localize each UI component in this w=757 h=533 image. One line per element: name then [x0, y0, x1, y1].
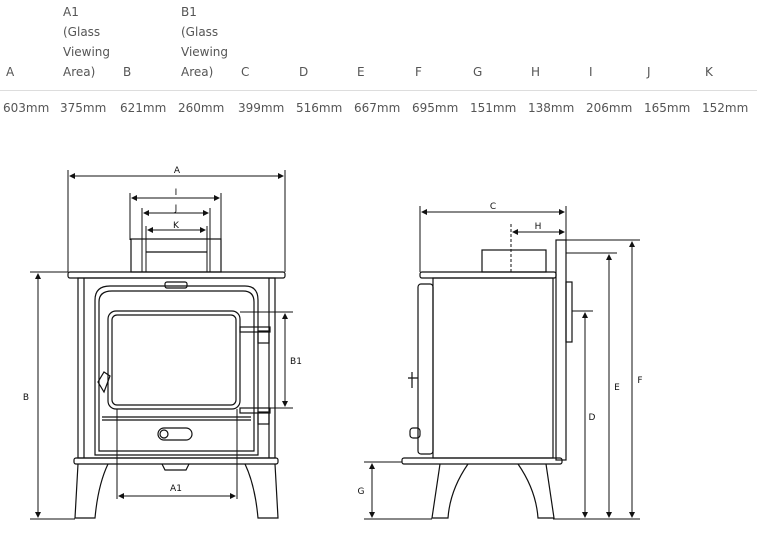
front-view: A I J K B B1 A1	[23, 166, 302, 520]
ash-pan-handle	[157, 427, 193, 441]
table-cell: 399mm	[238, 101, 285, 115]
column-header: A	[6, 65, 15, 79]
column-header: K	[705, 65, 713, 79]
dim-k-label: K	[173, 221, 180, 231]
leg-left	[74, 463, 109, 519]
dim-i-label: I	[175, 188, 178, 198]
column-header: F	[415, 65, 422, 79]
table-cell: 206mm	[586, 101, 633, 115]
hinge-bottom	[257, 411, 270, 425]
leg-right	[244, 463, 279, 519]
glass-window	[107, 310, 241, 410]
side-top-plate	[419, 271, 557, 279]
column-header: G	[473, 65, 483, 79]
column-header: B1	[181, 5, 197, 19]
table-cell: 603mm	[3, 101, 50, 115]
column-header: E	[357, 65, 365, 79]
table-cell: 138mm	[528, 101, 575, 115]
dim-j-label: J	[174, 204, 178, 214]
air-control	[164, 281, 188, 289]
side-base-plate	[401, 457, 563, 465]
side-view: C H F E D G	[358, 202, 643, 520]
dim-d-label: D	[589, 413, 596, 423]
column-header: I	[589, 65, 593, 79]
column-header: A1	[63, 5, 79, 19]
dim-b-label: B	[23, 393, 29, 403]
table-cell: 375mm	[60, 101, 107, 115]
table-cell: 165mm	[644, 101, 691, 115]
column-header: J	[647, 65, 651, 79]
table-cell: 516mm	[296, 101, 343, 115]
side-door-profile	[417, 283, 434, 455]
top-plate	[67, 271, 286, 279]
door-handle	[97, 371, 111, 394]
column-header: C	[241, 65, 250, 79]
column-header: Viewing	[63, 45, 111, 59]
dim-f-label: F	[637, 376, 642, 386]
side-body	[432, 277, 554, 459]
door	[94, 285, 259, 456]
column-header: Area)	[63, 65, 96, 79]
table-cell: 695mm	[412, 101, 459, 115]
table-cell: 151mm	[470, 101, 517, 115]
dim-g-label: G	[358, 487, 365, 497]
dim-h-label: H	[535, 222, 542, 232]
column-header: D	[299, 65, 309, 79]
table-cell: 260mm	[178, 101, 225, 115]
heat-shield	[555, 239, 567, 461]
column-header: Viewing	[181, 45, 229, 59]
hinge-top	[257, 330, 270, 344]
dim-c-label: C	[490, 202, 496, 212]
riddler	[161, 463, 190, 471]
base-plate	[73, 457, 279, 465]
table-cell: 152mm	[702, 101, 749, 115]
side-leg-front	[431, 463, 469, 519]
dim-a1-label: A1	[170, 484, 182, 494]
table-divider	[0, 90, 757, 91]
column-header: (Glass	[63, 25, 101, 39]
dim-b1-label: B1	[290, 357, 302, 367]
column-header: Area)	[181, 65, 214, 79]
side-door-handle	[408, 372, 418, 388]
column-header: H	[531, 65, 541, 79]
side-leg-back	[517, 463, 555, 519]
dim-a-label: A	[174, 166, 181, 176]
table-cell: 667mm	[354, 101, 401, 115]
dim-e-label: E	[614, 383, 620, 393]
table-cell: 621mm	[120, 101, 167, 115]
side-flue-collar	[481, 249, 547, 273]
column-header: B	[123, 65, 132, 79]
column-header: (Glass	[181, 25, 219, 39]
